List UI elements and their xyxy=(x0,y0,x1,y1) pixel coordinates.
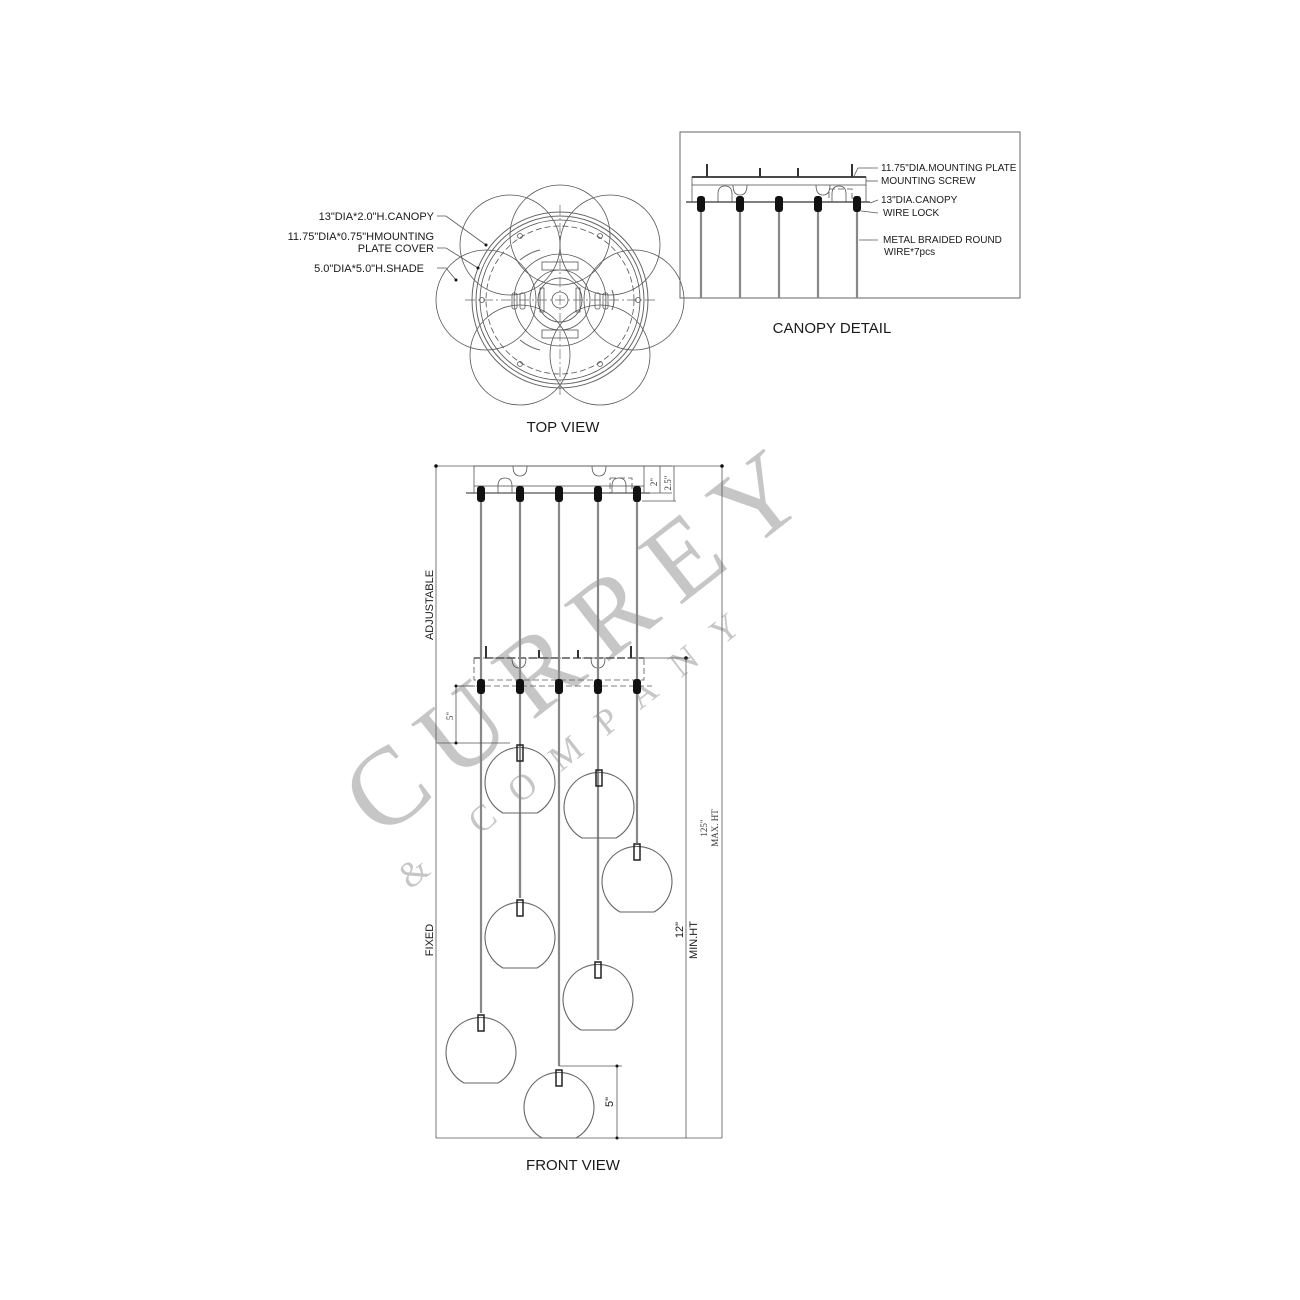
min-height-value: 12" xyxy=(674,922,686,938)
canopy-detail-frame xyxy=(679,131,1021,299)
canopy-detail: 11.75"DIA.MOUNTING PLATE MOUNTING SCREW … xyxy=(679,131,1021,337)
callout-mounting-screw: MOUNTING SCREW xyxy=(881,176,976,187)
max-height-value: 125" xyxy=(699,819,709,837)
top-view-title: TOP VIEW xyxy=(527,419,601,436)
callout-mounting-plate-cover-2: PLATE COVER xyxy=(358,243,434,255)
dim-canopy-2-5in: 2.5" xyxy=(663,475,673,490)
canopy-detail-title: CANOPY DETAIL xyxy=(773,320,892,337)
canopy-wires xyxy=(697,196,861,298)
callout-shade: 5.0"DIA*5.0"H.SHADE xyxy=(314,263,424,275)
max-height-label: MAX. HT xyxy=(710,809,720,847)
callout-canopy: 13"DIA*2.0"H.CANOPY xyxy=(319,211,435,223)
front-view-title: FRONT VIEW xyxy=(526,1157,621,1174)
adjustable-label: ADJUSTABLE xyxy=(424,570,436,640)
min-height-label-vis: MIN.HT xyxy=(688,921,700,959)
callout-canopy-dia: 13"DIA.CANOPY xyxy=(881,195,958,206)
callout-braided-wire: METAL BRAIDED ROUND xyxy=(883,235,1002,246)
front-view: 2" 2.5" xyxy=(424,464,724,1174)
dim-globe-offset-top: 5" xyxy=(445,712,455,721)
dim-canopy-2in: 2" xyxy=(649,478,659,487)
callout-braided-wire-2: WIRE*7pcs xyxy=(884,247,935,258)
dim-globe-offset-bottom: 5" xyxy=(604,1097,616,1107)
fixed-label: FIXED xyxy=(424,924,436,956)
pendant-sockets xyxy=(477,744,641,1087)
callout-mounting-plate: 11.75"DIA.MOUNTING PLATE xyxy=(881,163,1017,174)
watermark: CURREY & COMPANY xyxy=(320,414,841,896)
canopy-ring xyxy=(475,215,645,385)
top-view: 13"DIA*2.0"H.CANOPY 11.75"DIA*0.75"HMOUN… xyxy=(288,184,685,436)
watermark-brand: CURREY xyxy=(320,414,841,859)
callout-mounting-plate-cover: 11.75"DIA*0.75"HMOUNTING xyxy=(288,231,434,243)
callout-wire-lock: WIRE LOCK xyxy=(883,208,939,219)
